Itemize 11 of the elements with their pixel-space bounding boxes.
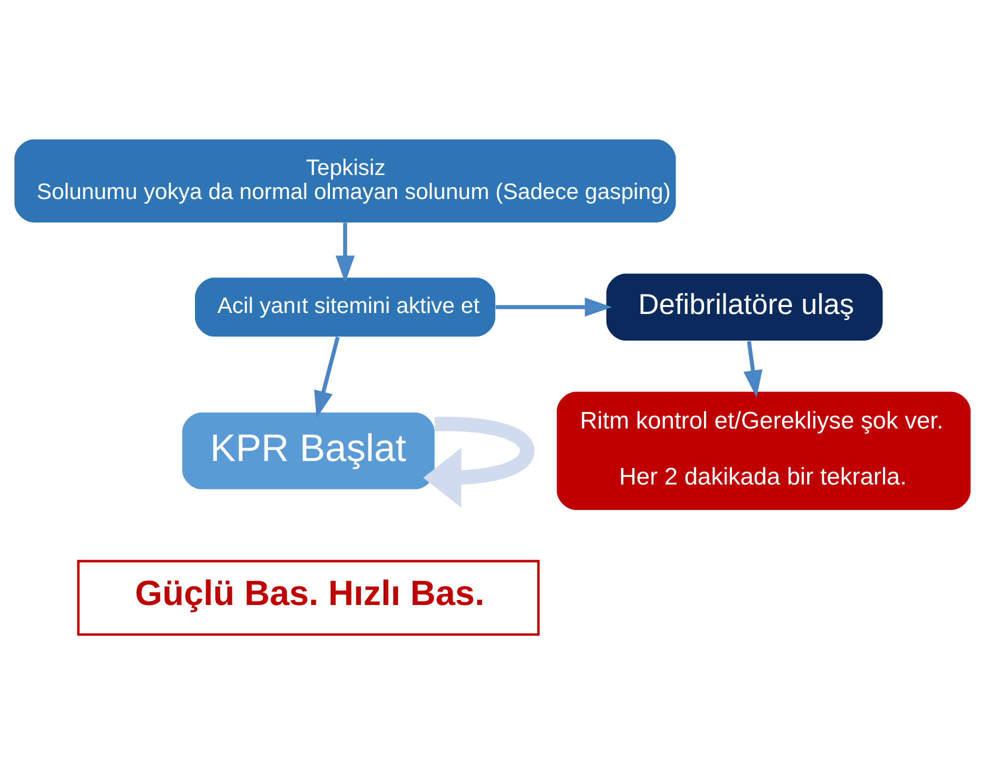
node-box: Tepkisiz Solunumu yokya da normal olmayan solunum (Sadece gasping) — [14, 139, 676, 222]
node-box: Güçlü Bas. Hızlı Bas. — [77, 560, 540, 636]
node-box: Acil yanıt sitemini aktive et — [194, 278, 496, 337]
node-box: Ritm kontrol et/Gerekliyse şok ver. Her 2 dakikada bir tekrarla. — [556, 392, 971, 510]
arrow — [423, 416, 534, 508]
arrow — [496, 298, 612, 317]
node-box: KPR Başlat — [182, 412, 435, 490]
arrow — [743, 341, 762, 398]
node-box: Defibrilatöre ulaş — [606, 274, 883, 341]
arrow — [314, 336, 340, 418]
arrow — [336, 222, 355, 283]
